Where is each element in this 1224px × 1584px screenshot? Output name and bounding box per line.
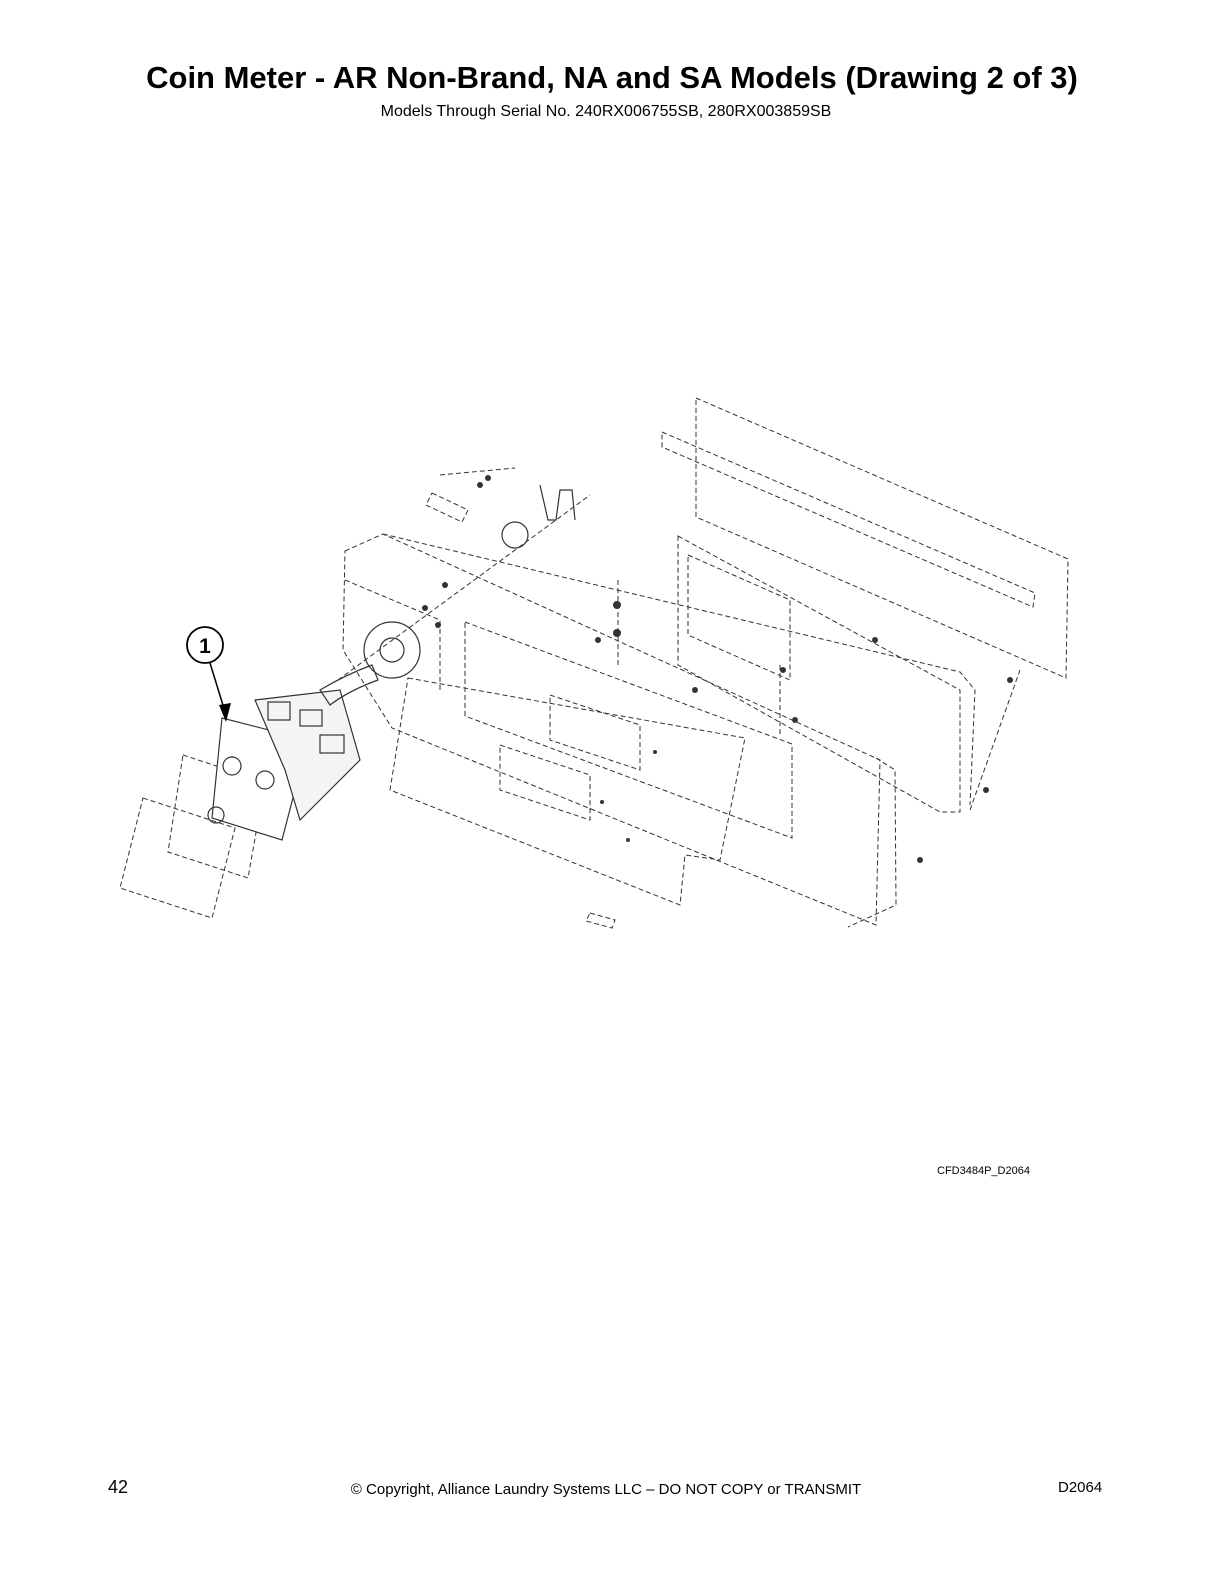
coin-slot-left <box>222 756 242 776</box>
fastener-18 <box>626 838 630 842</box>
copyright-notice: © Copyright, Alliance Laundry Systems LL… <box>350 1481 862 1498</box>
coin-slot-right <box>255 770 275 790</box>
document-code: D2064 <box>1058 1479 1103 1496</box>
coin-mechanism-block-3 <box>319 734 345 754</box>
fastener-15 <box>595 637 601 643</box>
fastener-9 <box>872 637 878 643</box>
callout-balloon <box>186 626 224 664</box>
page-subtitle: Models Through Serial No. 240RX006755SB,… <box>380 103 832 120</box>
drawing-code: CFD3484P_D2064 <box>937 1165 1030 1177</box>
console-inner-edge <box>344 579 441 690</box>
top-panel-strip <box>695 397 1069 679</box>
upper-clip <box>539 484 576 521</box>
fastener-10 <box>1007 677 1013 683</box>
top-panel-plate <box>661 431 1036 608</box>
fastener-8 <box>792 717 798 723</box>
centerline-d <box>969 669 1021 811</box>
coin-mechanism-body <box>254 689 361 822</box>
coin-mechanism-block-1 <box>267 701 291 721</box>
console-body-back-edge <box>382 533 976 806</box>
callout-label: 1 <box>199 635 211 658</box>
fastener-16 <box>653 750 657 754</box>
callout-arrowhead <box>219 703 231 722</box>
console-end-cap <box>847 757 897 928</box>
fastener-6 <box>692 687 698 693</box>
fastener-3 <box>435 622 441 628</box>
overlay-window-2 <box>499 744 591 821</box>
coin-mechanism-block-2 <box>299 709 323 727</box>
coin-lock <box>207 806 225 824</box>
coin-ring-inner <box>379 637 405 663</box>
centerline-e <box>439 467 516 476</box>
fastener-14 <box>477 482 483 488</box>
coin-chute <box>319 664 379 706</box>
console-body <box>342 533 881 926</box>
page-number: 42 <box>108 1477 129 1497</box>
small-bracket <box>425 492 469 523</box>
fastener-5 <box>613 629 621 637</box>
centerline-a <box>337 494 591 681</box>
fastener-11 <box>983 787 989 793</box>
fastener-17 <box>600 800 604 804</box>
coin-door-outer <box>119 797 236 919</box>
fastener-4 <box>613 601 621 609</box>
display-window <box>687 554 791 681</box>
display-frame <box>677 535 961 813</box>
spring-coil <box>501 521 529 549</box>
fastener-2 <box>442 582 448 588</box>
fastener-1 <box>422 605 428 611</box>
fastener-12 <box>917 857 923 863</box>
console-opening <box>464 621 793 839</box>
page-title: Coin Meter - AR Non-Brand, NA and SA Mod… <box>146 60 1078 95</box>
front-overlay <box>389 677 746 906</box>
fastener-7 <box>780 667 786 673</box>
overlay-window-1 <box>549 694 641 771</box>
fastener-13 <box>485 475 491 481</box>
coin-ring-outer <box>363 621 421 679</box>
bottom-bracket <box>585 912 616 929</box>
